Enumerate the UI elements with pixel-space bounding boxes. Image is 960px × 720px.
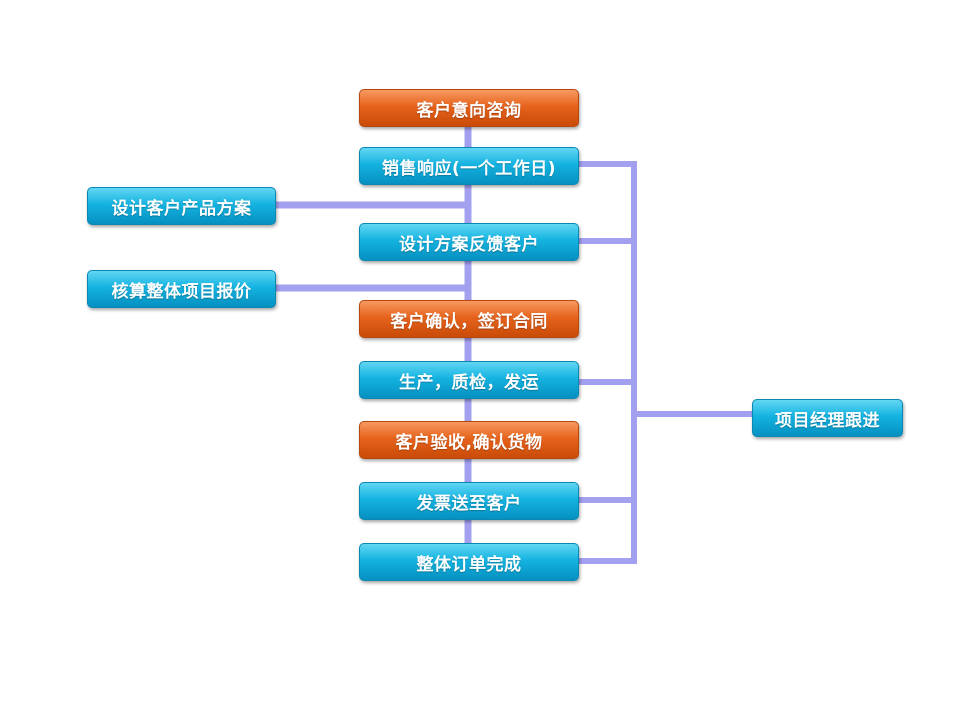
project-manager-follow-up: 项目经理跟进: [752, 399, 903, 437]
step-customer-acceptance: 客户验收,确认货物: [359, 421, 579, 459]
side-step-project-quote: 核算整体项目报价: [87, 270, 276, 308]
side-step-design-plan: 设计客户产品方案: [87, 187, 276, 225]
step-sales-response: 销售响应(一个工作日): [359, 147, 579, 185]
step-sign-contract: 客户确认，签订合同: [359, 300, 579, 338]
step-order-complete: 整体订单完成: [359, 543, 579, 581]
step-design-feedback: 设计方案反馈客户: [359, 223, 579, 261]
step-invoice-sent: 发票送至客户: [359, 482, 579, 520]
step-production-shipping: 生产，质检，发运: [359, 361, 579, 399]
step-customer-inquiry: 客户意向咨询: [359, 89, 579, 127]
